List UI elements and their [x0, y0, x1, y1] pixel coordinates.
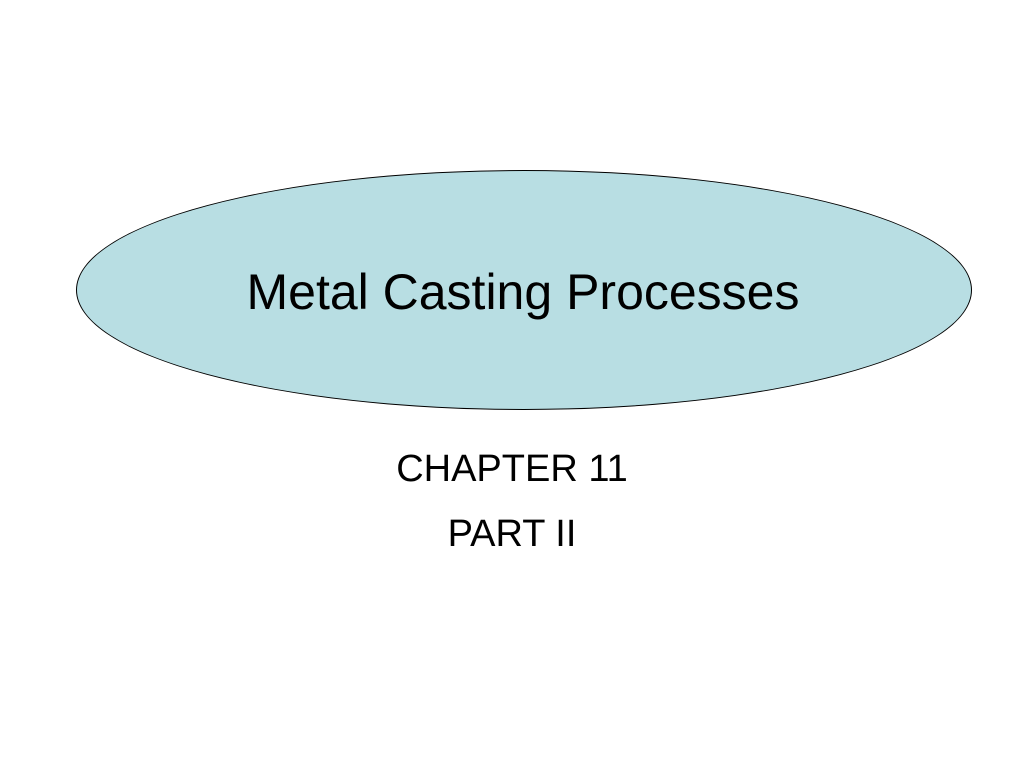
title-ellipse: Metal Casting Processes	[76, 170, 972, 410]
slide-subtitle: CHAPTER 11 PART II	[0, 446, 1024, 576]
subtitle-part: PART II	[447, 513, 577, 555]
slide-title: Metal Casting Processes	[246, 264, 800, 320]
subtitle-chapter: CHAPTER 11	[396, 448, 628, 490]
